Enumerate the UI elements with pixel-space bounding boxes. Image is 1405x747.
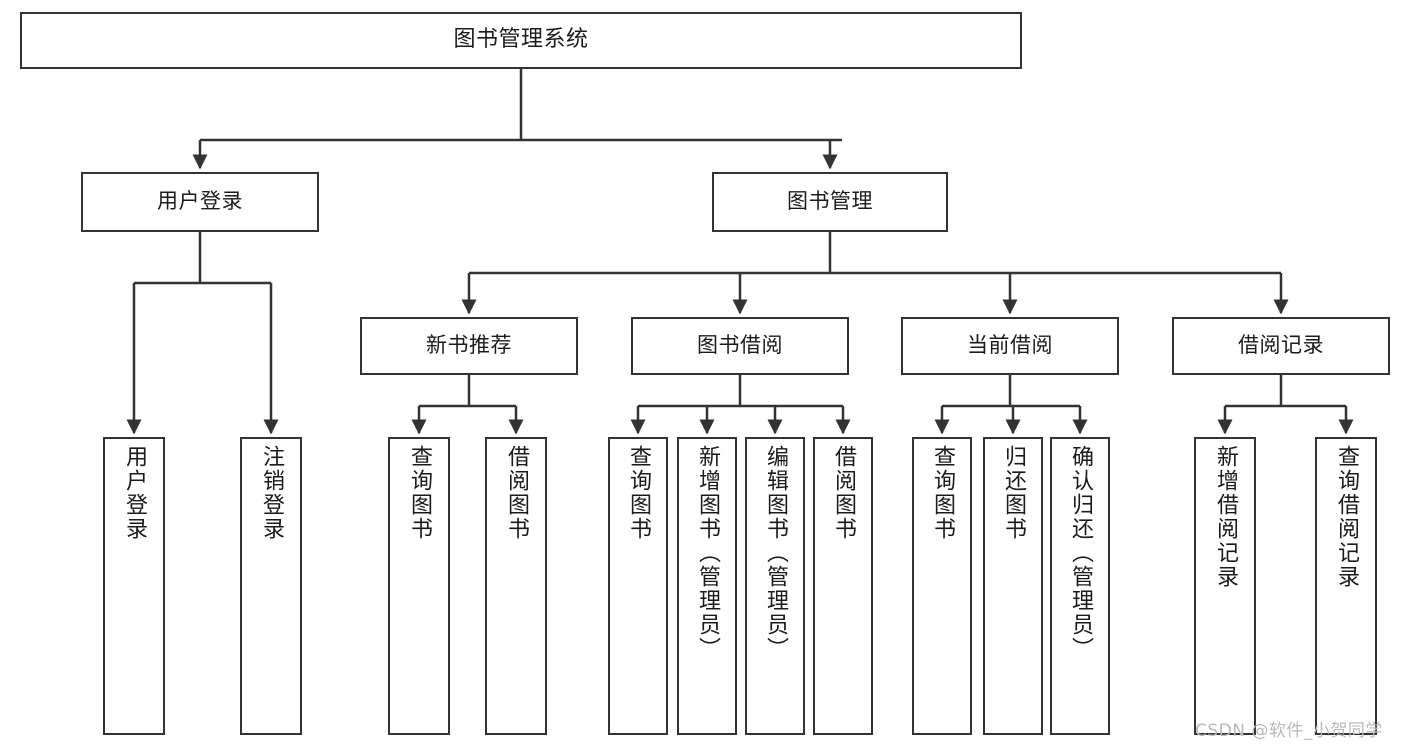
- node-label: 新增借阅记录: [1213, 445, 1238, 589]
- node-current-borrow[interactable]: 当前借阅: [901, 317, 1119, 375]
- node-label: 新增图书（管理员）: [695, 445, 720, 661]
- leaf-borrow-book-rec[interactable]: 借阅图书: [485, 437, 547, 735]
- node-label: 查询借阅记录: [1334, 445, 1359, 589]
- leaf-borrow-book[interactable]: 借阅图书: [813, 437, 873, 735]
- node-label: 图书借阅: [697, 333, 783, 358]
- leaf-query-borrow-record[interactable]: 查询借阅记录: [1315, 437, 1377, 735]
- node-label: 查询图书: [930, 445, 955, 541]
- node-label: 注销登录: [259, 445, 284, 541]
- leaf-add-book-admin[interactable]: 新增图书（管理员）: [677, 437, 737, 735]
- node-label: 编辑图书（管理员）: [763, 445, 788, 661]
- leaf-add-borrow-record[interactable]: 新增借阅记录: [1194, 437, 1256, 735]
- csdn-watermark: CSDN @软件_小贺同学: [1195, 721, 1383, 741]
- node-book-borrow[interactable]: 图书借阅: [631, 317, 849, 375]
- leaf-edit-book-admin[interactable]: 编辑图书（管理员）: [745, 437, 805, 735]
- node-root-system[interactable]: 图书管理系统: [20, 12, 1022, 69]
- node-label: 查询图书: [626, 445, 651, 541]
- node-new-book-recommend[interactable]: 新书推荐: [360, 317, 578, 375]
- node-label: 用户登录: [157, 189, 243, 214]
- node-label: 图书管理: [787, 189, 873, 214]
- node-label: 借阅图书: [504, 445, 529, 541]
- leaf-confirm-return-admin[interactable]: 确认归还（管理员）: [1050, 437, 1110, 735]
- node-label: 当前借阅: [967, 333, 1053, 358]
- node-label: 借阅图书: [831, 445, 856, 541]
- node-borrow-record[interactable]: 借阅记录: [1172, 317, 1390, 375]
- node-label: 借阅记录: [1238, 333, 1324, 358]
- node-label: 确认归还（管理员）: [1068, 445, 1093, 661]
- node-book-management[interactable]: 图书管理: [712, 172, 948, 232]
- node-label: 用户登录: [122, 445, 147, 541]
- leaf-user-login[interactable]: 用户登录: [103, 437, 165, 735]
- node-label: 查询图书: [407, 445, 432, 541]
- node-user-login[interactable]: 用户登录: [81, 172, 319, 232]
- leaf-query-book-borrow[interactable]: 查询图书: [608, 437, 668, 735]
- leaf-return-book[interactable]: 归还图书: [983, 437, 1043, 735]
- leaf-logout-login[interactable]: 注销登录: [240, 437, 302, 735]
- leaf-query-book-current[interactable]: 查询图书: [912, 437, 972, 735]
- node-label: 新书推荐: [426, 333, 512, 358]
- node-label: 图书管理系统: [453, 27, 589, 53]
- leaf-query-book-rec[interactable]: 查询图书: [388, 437, 450, 735]
- node-label: 归还图书: [1001, 445, 1026, 541]
